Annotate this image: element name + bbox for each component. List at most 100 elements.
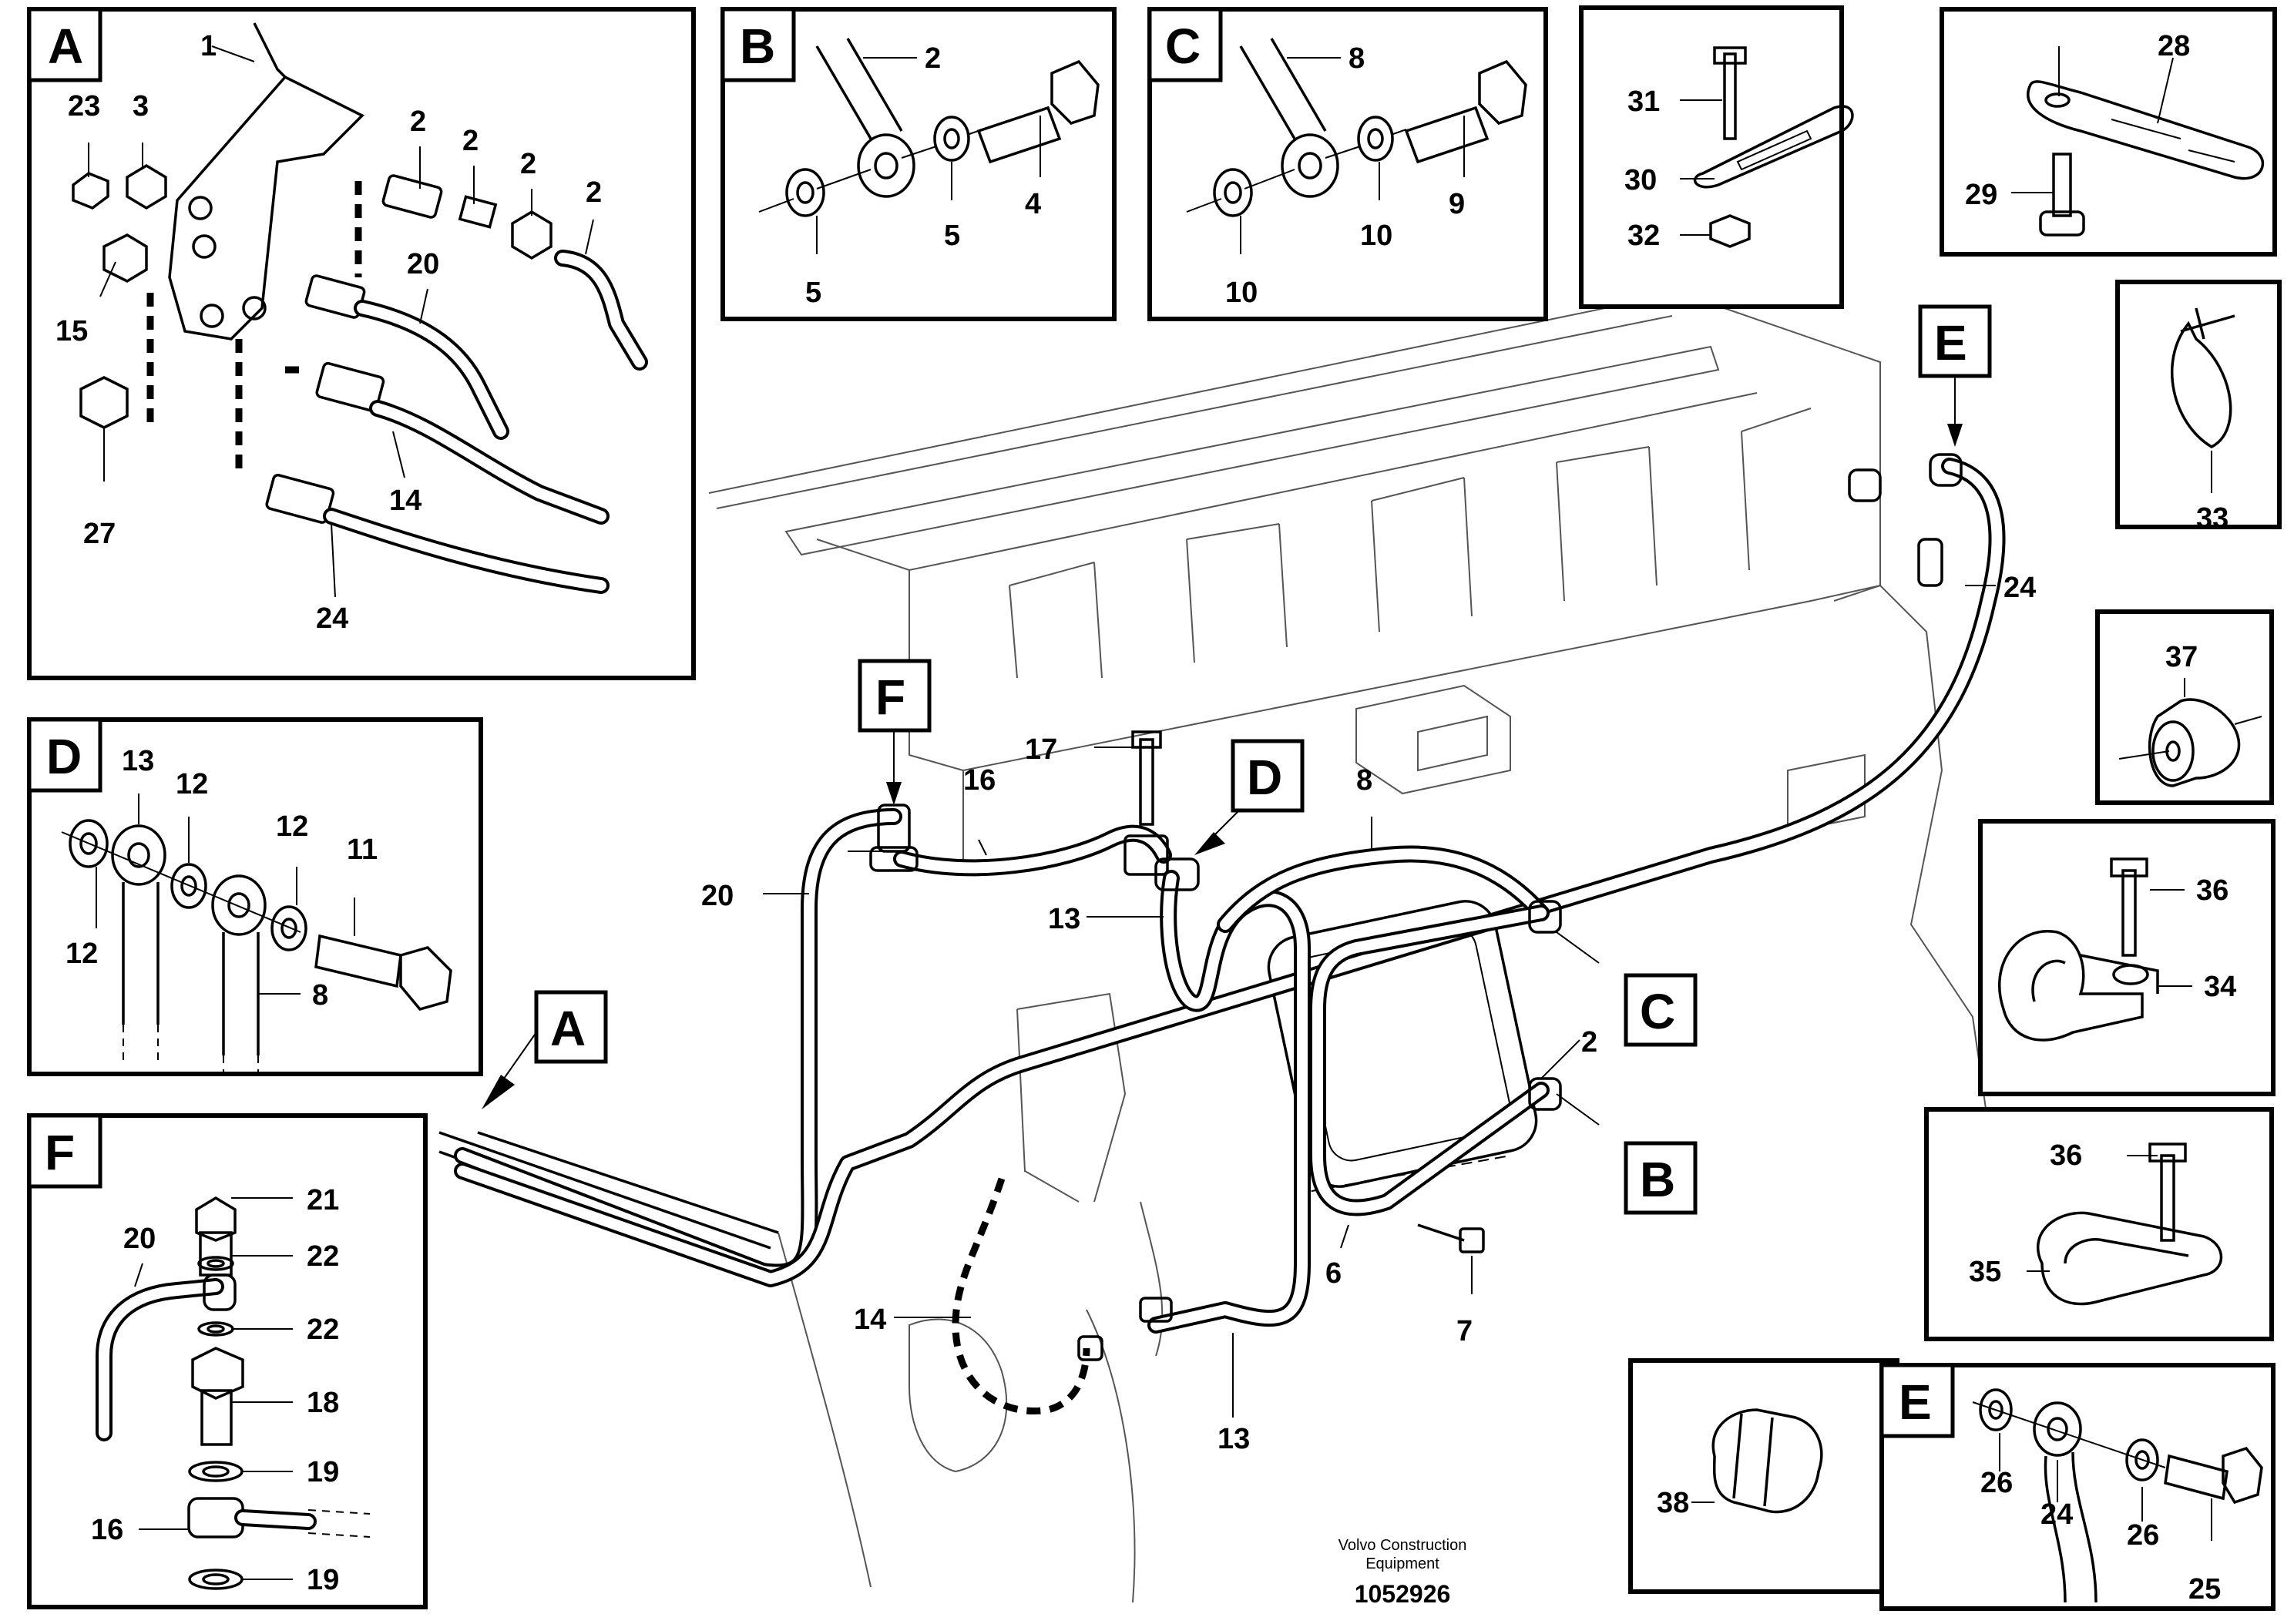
callout-f-21: 21 [307, 1184, 339, 1216]
callout-2b: 2 [462, 125, 479, 157]
svg-text:E: E [1934, 315, 1967, 371]
callout-2c: 2 [520, 148, 536, 180]
callout-3: 3 [133, 90, 149, 122]
callout-main-6: 6 [1325, 1257, 1342, 1290]
callout-e-25: 25 [2188, 1573, 2221, 1606]
callout-d-13: 13 [122, 745, 154, 777]
pipe-13-main [1147, 870, 1311, 1334]
main-leaders [763, 585, 1996, 1418]
callout-31: 31 [1627, 86, 1660, 118]
callout-main-14: 14 [854, 1304, 886, 1336]
pipe-16-main [893, 824, 1172, 877]
detail-clamp-38: 38 [1628, 1358, 1899, 1594]
detail-e: E 26 24 26 25 [1879, 1363, 2276, 1611]
callout-e-26b: 26 [2127, 1519, 2159, 1552]
footer: Volvo Construction Equipment 1052926 [1338, 1537, 1467, 1608]
detail-c: C 8 9 10 10 [1147, 7, 1548, 321]
pipe-14-main [952, 1177, 1090, 1414]
callout-2d: 2 [586, 176, 602, 209]
callout-f-22a: 22 [307, 1240, 339, 1273]
callout-30: 30 [1624, 164, 1657, 196]
callout-main-16: 16 [963, 764, 996, 797]
main-tag-c: C [1624, 973, 1698, 1047]
pipe-2-main [1309, 904, 1550, 1216]
callout-d-12b: 12 [65, 938, 98, 970]
callout-15: 15 [55, 315, 88, 347]
callout-f-16: 16 [91, 1514, 123, 1546]
frame-rails [438, 1131, 779, 1269]
callout-23: 23 [68, 90, 100, 122]
pipe-8-main [1217, 845, 1550, 933]
main-tag-b: B [1624, 1141, 1698, 1215]
main-tag-f: F [858, 659, 932, 805]
callout-f-18: 18 [307, 1387, 339, 1419]
svg-text:F: F [875, 669, 905, 725]
detail-clamp-34: 36 34 [1978, 819, 2276, 1096]
callout-b-5a: 5 [944, 220, 960, 252]
detail-tie-33: 33 [2115, 280, 2282, 535]
callout-c-10b: 10 [1225, 277, 1258, 309]
detail-clip-31: 31 30 32 [1579, 5, 1854, 309]
detail-f: F 21 22 20 22 18 19 16 19 [27, 1113, 428, 1609]
callout-d-11: 11 [347, 834, 378, 866]
callout-b-2: 2 [925, 42, 941, 75]
detail-f-letter: F [45, 1125, 75, 1180]
detail-spacer-37: 37 [2095, 609, 2274, 805]
callout-c-8: 8 [1349, 42, 1365, 75]
detail-e-letter: E [1899, 1374, 1932, 1430]
detail-b-letter: B [740, 18, 775, 74]
detail-c-letter: C [1165, 18, 1201, 74]
footer-company-line2: Equipment [1365, 1555, 1439, 1572]
drawing-number: 1052926 [1355, 1580, 1451, 1608]
callout-main-13a: 13 [1048, 903, 1080, 935]
callout-e-24: 24 [2040, 1498, 2073, 1531]
detail-b: B 2 4 5 5 [720, 7, 1117, 321]
main-fittings [869, 453, 1963, 1361]
callout-c-9: 9 [1449, 188, 1465, 220]
callout-f-19b: 19 [307, 1564, 339, 1596]
callout-d-8: 8 [312, 979, 328, 1012]
callout-24: 24 [316, 602, 348, 635]
footer-company: Volvo Construction [1338, 1537, 1467, 1554]
callout-35: 35 [1969, 1256, 2001, 1288]
callout-e-26a: 26 [1980, 1467, 2013, 1499]
callout-33: 33 [2196, 502, 2229, 535]
callout-27: 27 [83, 518, 116, 550]
callout-d-12c: 12 [276, 810, 308, 843]
callout-main-20: 20 [701, 880, 734, 912]
detail-clamp-35: 36 35 [1924, 1107, 2274, 1341]
callout-b-5b: 5 [805, 277, 821, 309]
svg-text:D: D [1247, 750, 1282, 805]
callout-36a: 36 [2196, 874, 2229, 907]
callout-c-10a: 10 [1360, 220, 1392, 252]
callout-b-4: 4 [1025, 188, 1041, 220]
detail-a: A [27, 7, 696, 680]
callout-32: 32 [1627, 220, 1660, 252]
callout-36b: 36 [2050, 1139, 2082, 1172]
callout-37: 37 [2165, 641, 2198, 673]
callout-main-24: 24 [2003, 572, 2036, 604]
detail-d-letter: D [46, 729, 82, 784]
detail-d: D 13 12 12 11 12 8 [27, 717, 483, 1076]
main-tag-a: A [482, 990, 608, 1109]
svg-text:B: B [1640, 1152, 1675, 1207]
callout-1: 1 [200, 30, 217, 62]
callout-f-20: 20 [123, 1223, 156, 1255]
callout-main-8: 8 [1356, 764, 1372, 797]
callout-main-17: 17 [1025, 733, 1057, 766]
svg-text:C: C [1640, 984, 1675, 1039]
main-tag-e: E [1918, 304, 1992, 447]
callout-34: 34 [2204, 971, 2236, 1003]
callout-28: 28 [2158, 30, 2190, 62]
callout-main-7: 7 [1456, 1315, 1473, 1347]
callout-f-22b: 22 [307, 1314, 339, 1346]
callout-14: 14 [389, 485, 422, 517]
main-tag-d: D [1194, 739, 1305, 855]
detail-clip-28: 28 29 [1940, 7, 2277, 257]
main-callouts: 17 16 20 13 8 24 2 6 7 14 13 [701, 572, 2036, 1455]
callout-29: 29 [1965, 179, 1997, 211]
callout-2a: 2 [410, 106, 426, 138]
callout-d-12a: 12 [176, 768, 208, 800]
